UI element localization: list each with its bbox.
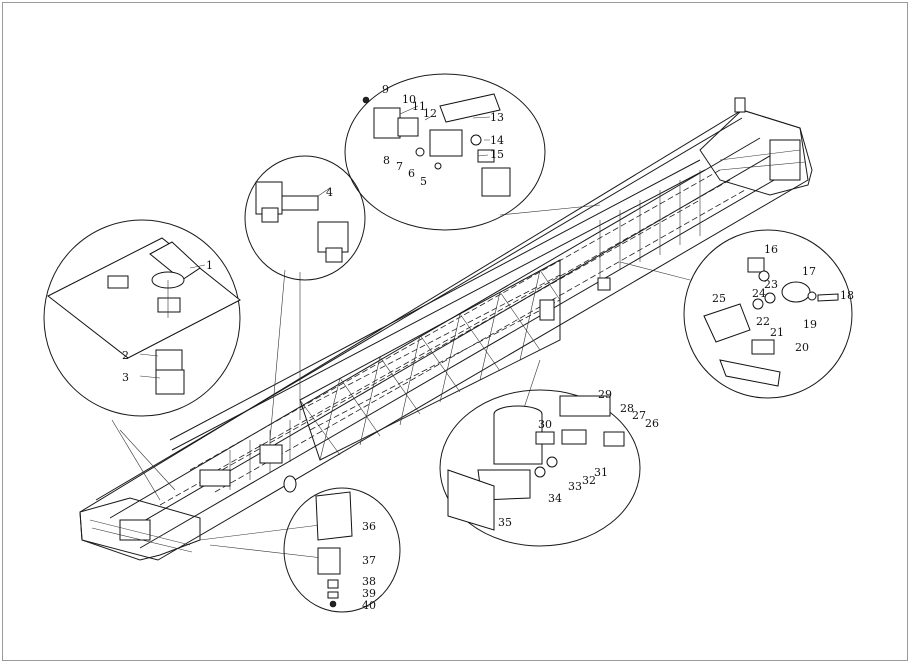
callout-12: 12 [423, 107, 437, 120]
callout-25: 25 [712, 292, 726, 305]
callout-7: 7 [396, 160, 403, 173]
callout-32: 32 [582, 474, 596, 487]
callout-21: 21 [770, 326, 784, 339]
callout-37: 37 [362, 554, 376, 567]
callout-9: 9 [382, 83, 389, 96]
callout-30: 30 [538, 418, 552, 431]
callout-11: 11 [412, 100, 426, 113]
callout-17: 17 [802, 265, 816, 278]
callout-23: 23 [764, 278, 778, 291]
callout-35: 35 [498, 516, 512, 529]
callout-14: 14 [490, 134, 504, 147]
callout-2: 2 [122, 349, 129, 362]
callout-19: 19 [803, 318, 817, 331]
callout-26: 26 [645, 417, 659, 430]
detail-air-dryer-bubble [439, 389, 641, 547]
callout-24: 24 [752, 287, 766, 300]
callout-16: 16 [764, 243, 778, 256]
detail-plate-bubble [43, 219, 241, 417]
callout-1: 1 [206, 259, 213, 272]
callout-6: 6 [408, 167, 415, 180]
callout-27: 27 [632, 409, 646, 422]
callout-18: 18 [840, 289, 854, 302]
callout-4: 4 [326, 186, 333, 199]
callout-13: 13 [490, 111, 504, 124]
callout-8: 8 [383, 154, 390, 167]
detail-relay-valve-bubble [344, 73, 546, 231]
callout-39: 39 [362, 587, 376, 600]
callout-20: 20 [795, 341, 809, 354]
detail-bracket-bubble [283, 487, 401, 613]
callout-31: 31 [594, 466, 608, 479]
callout-labels: 1 2 3 4 5 6 7 8 9 10 11 12 13 14 15 16 1… [122, 83, 854, 612]
callout-34: 34 [548, 492, 562, 505]
callout-38: 38 [362, 575, 376, 588]
callout-10: 10 [402, 93, 416, 106]
callout-28: 28 [620, 402, 634, 415]
callout-29: 29 [598, 388, 612, 401]
callout-3: 3 [122, 371, 129, 384]
callout-5: 5 [420, 175, 427, 188]
callout-40: 40 [362, 599, 376, 612]
callout-15: 15 [490, 148, 504, 161]
detail-fittings-bubble [683, 229, 853, 399]
chassis-frame [79, 97, 813, 561]
detail-valve-bubble [244, 155, 366, 281]
callout-33: 33 [568, 480, 582, 493]
callout-22: 22 [756, 315, 770, 328]
callout-36: 36 [362, 520, 376, 533]
